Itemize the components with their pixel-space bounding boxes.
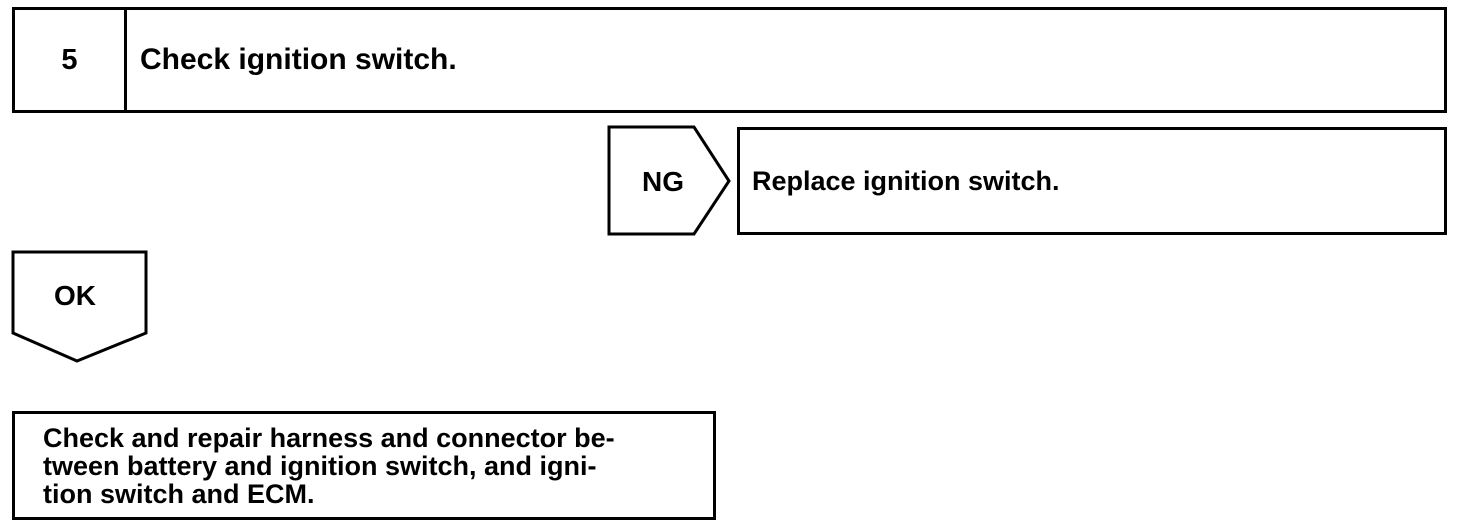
- step-box: 5 Check ignition switch.: [12, 7, 1447, 113]
- ng-action-box: Replace ignition switch.: [737, 127, 1447, 235]
- ok-label: OK: [54, 280, 96, 311]
- step-title: Check ignition switch.: [140, 43, 457, 76]
- step-number-cell: 5: [15, 10, 127, 110]
- ng-action-text: Replace ignition switch.: [752, 165, 1060, 196]
- next-action-text: Check and repair harness and connector b…: [43, 423, 615, 509]
- ok-arrow-shape: [11, 250, 148, 363]
- ng-label: NG: [642, 166, 684, 197]
- step-number: 5: [61, 43, 78, 76]
- next-action-box: Check and repair harness and connector b…: [12, 411, 716, 520]
- ng-arrow-shape: [607, 125, 731, 236]
